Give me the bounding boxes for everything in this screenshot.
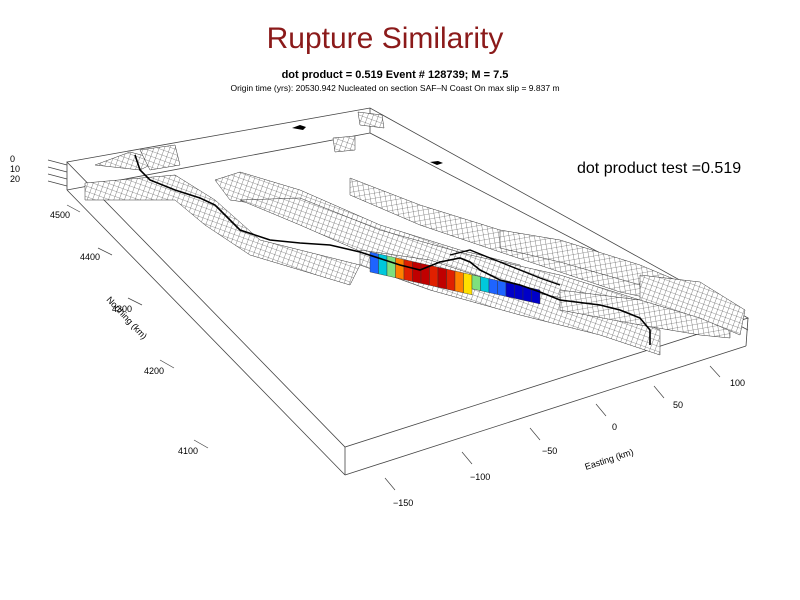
- axis-tick: [97, 247, 113, 256]
- coastline: [134, 154, 651, 345]
- coastline: [449, 249, 561, 286]
- dot-product-annotation: dot product test =0.519: [577, 160, 742, 177]
- slip-patch: [403, 259, 413, 282]
- slip-patch: [497, 280, 507, 297]
- axis-tick: [595, 403, 607, 417]
- easting-tick-label: −150: [393, 498, 413, 508]
- slip-patch: [446, 268, 456, 292]
- easting-axis-label: Easting (km): [584, 447, 635, 472]
- slip-patch: [463, 272, 473, 296]
- axis-tick: [653, 385, 665, 399]
- chart-subtitle: Origin time (yrs): 20530.942 Nucleated o…: [230, 83, 560, 93]
- slip-patch: [412, 261, 422, 284]
- axis-tick: [193, 439, 209, 449]
- northing-tick-label: 4200: [144, 366, 164, 376]
- slip-patch: [514, 284, 524, 301]
- chart-title: dot product = 0.519 Event # 128739; M = …: [281, 69, 509, 81]
- depth-tick-label: 10: [10, 164, 20, 174]
- easting-tick-label: 100: [730, 378, 745, 388]
- slip-patch: [378, 253, 388, 277]
- slip-patch: [429, 265, 439, 288]
- fault-sections: [84, 111, 746, 356]
- depth-tick-label: 0: [10, 154, 15, 164]
- axis-tick: [127, 297, 143, 306]
- depth-tick-label: 20: [10, 174, 20, 184]
- axis-tick: [66, 204, 81, 213]
- easting-tick-label: 50: [673, 400, 683, 410]
- northing-axis-label: Northing (km): [105, 295, 149, 342]
- northing-tick-label: 4400: [80, 252, 100, 262]
- fault-mesh: [357, 111, 385, 129]
- fault-mesh: [332, 135, 356, 153]
- slip-patch: [471, 274, 481, 291]
- axis-tick: [461, 451, 473, 465]
- fault-mesh: [84, 174, 361, 286]
- axis-tick: [529, 427, 541, 441]
- axis-tick: [384, 477, 396, 491]
- northing-tick-label: 4300: [112, 304, 132, 314]
- northing-tick-label: 4100: [178, 446, 198, 456]
- slip-patch: [395, 257, 405, 280]
- axis-tick: [159, 359, 175, 369]
- fault-mesh: [139, 144, 181, 171]
- slip-patch: [386, 255, 396, 278]
- slip-patch: [488, 278, 498, 295]
- depth-axis: 0 10 20: [10, 154, 68, 187]
- easting-tick-label: −100: [470, 472, 490, 482]
- slip-patch: [505, 282, 515, 299]
- slide-title: Rupture Similarity: [266, 22, 504, 55]
- easting-tick-label: −50: [542, 446, 557, 456]
- northing-tick-label: 4500: [50, 210, 70, 220]
- slip-patch: [480, 276, 490, 293]
- fault-mesh: [639, 274, 746, 336]
- axis-tick: [709, 365, 721, 378]
- slip-patch: [437, 266, 447, 290]
- easting-tick-label: 0: [612, 422, 617, 432]
- slip-patch: [454, 270, 464, 294]
- rupture-slip: [369, 251, 541, 305]
